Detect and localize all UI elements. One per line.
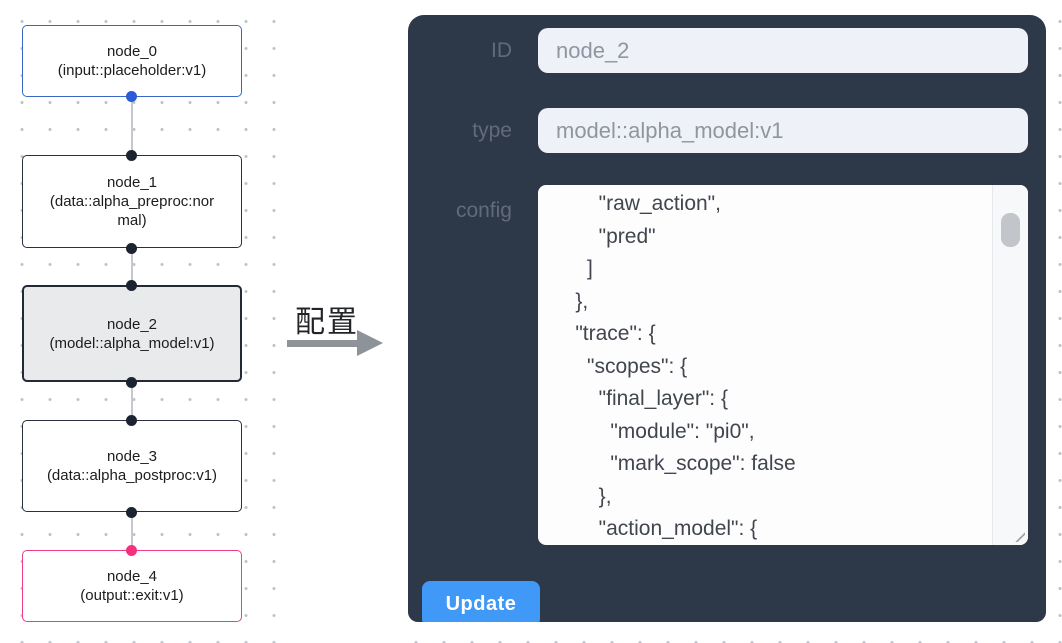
node-subtitle: (data::alpha_postproc:v1)	[46, 467, 218, 484]
port-dot-node1-top[interactable]	[126, 150, 137, 161]
config-editor: "raw_action", "pred" ] }, "trace": { "sc…	[538, 185, 1028, 545]
node-config-panel: ID type config "raw_action", "pred" ] },…	[408, 15, 1046, 622]
flow-node-node_0[interactable]: node_0 (input::placeholder:v1)	[22, 25, 242, 97]
node-subtitle: (data::alpha_preproc:normal)	[49, 193, 215, 229]
id-input[interactable]	[538, 28, 1028, 73]
edge-node2-node3	[131, 382, 133, 420]
edge-node3-node4	[131, 512, 133, 550]
config-label: config	[455, 199, 512, 222]
flow-node-node_4[interactable]: node_4 (output::exit:v1)	[22, 550, 242, 622]
node-title: node_1	[106, 174, 158, 191]
port-dot-node1-bottom[interactable]	[126, 243, 137, 254]
node-title: node_0	[106, 43, 158, 60]
node-title: node_3	[106, 448, 158, 465]
port-dot-node2-top[interactable]	[126, 280, 137, 291]
config-scrollbar[interactable]	[992, 185, 1028, 545]
arrow-right-icon-head	[357, 330, 383, 356]
flow-node-node_1[interactable]: node_1 (data::alpha_preproc:normal)	[22, 155, 242, 248]
node-subtitle: (input::placeholder:v1)	[57, 62, 207, 79]
config-scrollbar-thumb[interactable]	[1001, 213, 1020, 247]
config-textarea[interactable]: "raw_action", "pred" ] }, "trace": { "sc…	[538, 185, 992, 545]
type-input[interactable]	[538, 108, 1028, 153]
edge-node0-node1	[131, 97, 133, 155]
port-dot-node0-bottom[interactable]	[126, 91, 137, 102]
flow-node-node_3[interactable]: node_3 (data::alpha_postproc:v1)	[22, 420, 242, 512]
id-label: ID	[491, 39, 512, 62]
port-dot-node3-top[interactable]	[126, 415, 137, 426]
edge-node1-node2	[131, 248, 133, 285]
arrow-right-icon	[287, 340, 358, 347]
node-subtitle: (model::alpha_model:v1)	[49, 334, 215, 352]
transition-label: 配置	[295, 306, 359, 339]
flow-node-node_2-selected[interactable]: node_2 (model::alpha_model:v1)	[22, 285, 242, 382]
node-title: node_4	[106, 568, 158, 585]
node-title: node_2	[106, 315, 158, 333]
port-dot-node2-bottom[interactable]	[126, 377, 137, 388]
type-label: type	[472, 119, 512, 142]
port-dot-node4-top[interactable]	[126, 545, 137, 556]
update-button[interactable]: Update	[422, 581, 540, 622]
port-dot-node3-bottom[interactable]	[126, 507, 137, 518]
node-subtitle: (output::exit:v1)	[80, 587, 184, 604]
